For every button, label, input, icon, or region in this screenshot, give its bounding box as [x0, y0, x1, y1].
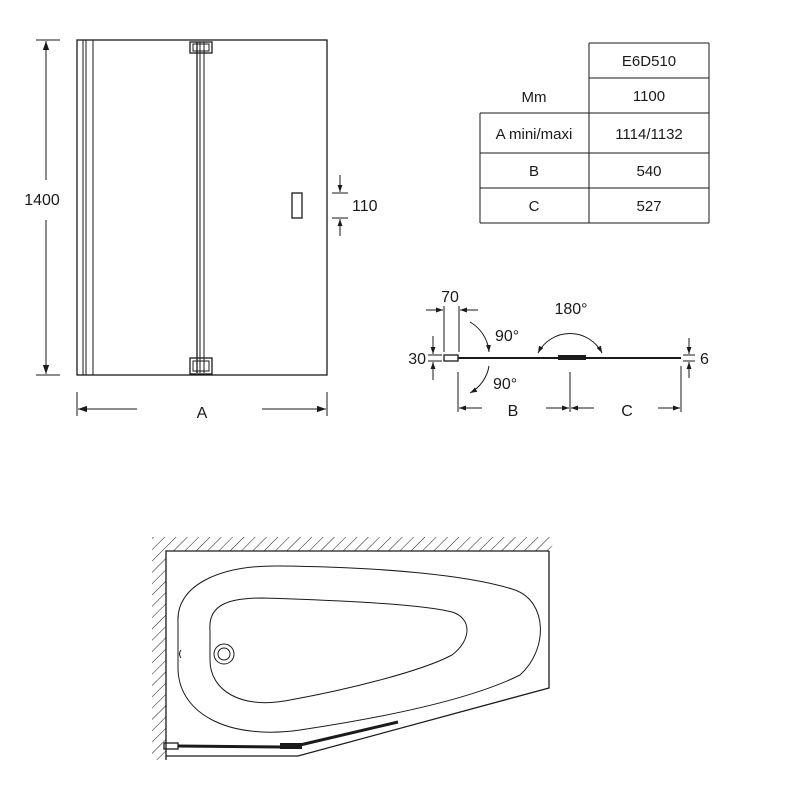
screen-plan-icon — [163, 720, 399, 750]
offset-label: 70 — [441, 289, 459, 306]
handle-icon — [291, 192, 303, 219]
bathtub-plan — [152, 537, 557, 760]
table-model-header: E6D510 — [622, 53, 676, 70]
top-hinge-icon — [189, 41, 213, 54]
swing-arc-180-icon — [537, 332, 603, 354]
width-label: A — [197, 405, 208, 422]
wall-edge — [165, 550, 549, 760]
swing-arc-in-icon — [469, 321, 491, 353]
table-row-value: 1100 — [633, 88, 665, 105]
screen-outline — [76, 39, 328, 376]
table-row-label: B — [529, 163, 539, 180]
glass-thickness-label: 6 — [700, 351, 709, 368]
tub-rim — [177, 565, 541, 733]
tub-outline — [166, 551, 550, 757]
angle-out-label: 90° — [493, 376, 517, 393]
drain-icon — [213, 643, 235, 665]
height-label: 1400 — [24, 192, 60, 209]
table-row-label: C — [529, 198, 540, 215]
table-row-label: Mm — [522, 89, 547, 106]
wall-profile-block — [443, 354, 459, 362]
swing-arc-out-icon — [469, 365, 490, 394]
handle-height-label: 110 — [352, 198, 378, 215]
section-c-label: C — [621, 403, 633, 420]
angle-open-label: 180° — [554, 301, 587, 318]
front-view: 1400 A 110 — [24, 39, 378, 422]
section-b-label: B — [508, 403, 519, 420]
angle-in-label: 90° — [495, 328, 519, 345]
wall-width-label: 30 — [408, 351, 426, 368]
table-row-label: A mini/maxi — [496, 126, 573, 143]
wall-hatch — [152, 537, 557, 760]
bottom-hinge-icon — [189, 357, 213, 375]
table-row-value: 540 — [636, 163, 661, 180]
hinge-block-icon — [558, 355, 586, 360]
top-view: 70 30 6 90° 90° 180° B C — [408, 289, 709, 420]
table-row-value: 527 — [636, 198, 661, 215]
spec-table: E6D510 Mm 1100 A mini/maxi 1114/1132 B 5… — [479, 42, 710, 224]
table-row-value: 1114/1132 — [615, 126, 683, 143]
tub-basin — [209, 597, 468, 704]
overflow-icon — [179, 649, 182, 659]
